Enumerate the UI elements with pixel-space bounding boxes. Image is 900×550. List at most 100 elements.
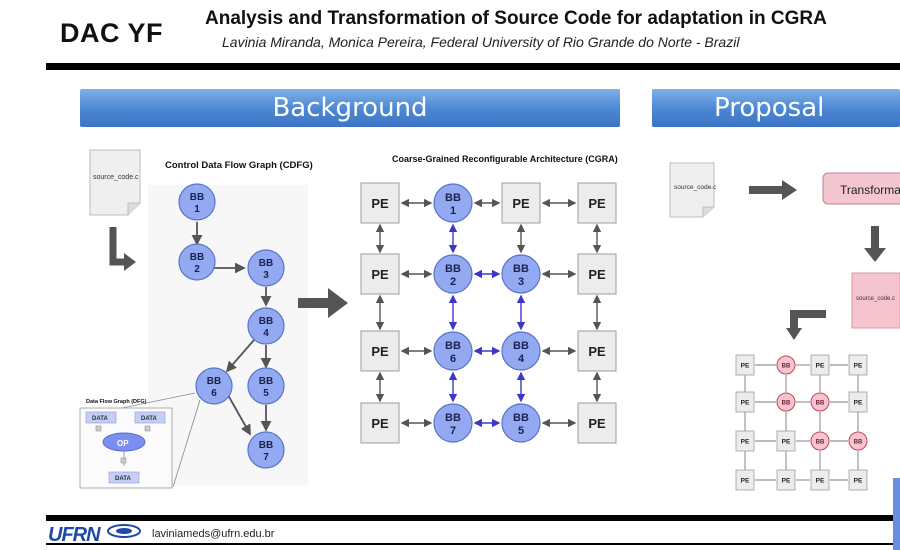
cgra-bb-number: 3	[518, 276, 524, 288]
cdfg-node-label: BB	[259, 258, 273, 269]
cgra-bb-7: BB7	[433, 403, 473, 443]
prop-pe: PE	[848, 354, 868, 376]
cdfg-node-label: BB	[259, 440, 273, 451]
prop-pe-label: PE	[741, 478, 750, 485]
cdfg-node-label: BB	[190, 252, 204, 263]
prop-pe-label: PE	[782, 478, 791, 485]
prop-pe-label: PE	[854, 400, 863, 407]
cdfg-node-number: 1	[194, 204, 200, 215]
footer-rule	[46, 515, 900, 521]
prop-pe-label: PE	[741, 363, 750, 370]
prop-pe-label: PE	[741, 439, 750, 446]
cdfg-node-label: BB	[207, 376, 221, 387]
cgra-title: Coarse-Grained Reconfigurable Architectu…	[392, 154, 618, 164]
cdfg-node-number: 3	[263, 270, 269, 281]
prop-pe: PE	[735, 430, 755, 452]
cgra-bb-label: BB	[513, 263, 529, 275]
cdfg-node-bb1: BB1	[178, 183, 216, 221]
prop-bb-label: BB	[816, 401, 825, 407]
cgra-pe-label: PE	[588, 267, 606, 282]
dfg-data-3: DATA	[115, 476, 131, 482]
cgra-bb-label: BB	[445, 412, 461, 424]
prop-pe-label: PE	[741, 400, 750, 407]
cdfg-node-label: BB	[259, 376, 273, 387]
cgra-bb-label: BB	[445, 192, 461, 204]
cgra-pe: PE	[577, 402, 617, 444]
cdfg-node-number: 7	[263, 452, 269, 463]
prop-pe: PE	[848, 469, 868, 491]
prop-bb-label: BB	[816, 440, 825, 446]
cgra-pe-label: PE	[588, 196, 606, 211]
cdfg-title: Control Data Flow Graph (CDFG)	[165, 160, 313, 171]
transform-label: Transforma	[840, 183, 900, 197]
prop-bb-label: BB	[782, 364, 791, 370]
cgra-bb-1: BB1	[433, 183, 473, 223]
cgra-bb-5: BB5	[501, 403, 541, 443]
cgra-bb-label: BB	[445, 263, 461, 275]
proposal-file-1: source_code.c	[669, 162, 717, 218]
source-file-label: source_code.c	[93, 174, 139, 181]
proposal-arrow-down	[864, 226, 886, 262]
prop-pe: PE	[810, 354, 830, 376]
cdfg-node-bb4: BB4	[247, 307, 285, 345]
cgra-bb-number: 6	[450, 353, 456, 365]
cgra-bb-label: BB	[445, 340, 461, 352]
cgra-bb-3: BB3	[501, 254, 541, 294]
cgra-pe-label: PE	[588, 416, 606, 431]
cgra-pe: PE	[577, 253, 617, 295]
proposal-file-2: source_code.c	[851, 272, 900, 329]
cgra-bb-number: 1	[450, 205, 456, 217]
cdfg-to-cgra-arrow	[298, 288, 348, 318]
proposal-arrow-right	[749, 180, 797, 200]
cgra-pe: PE	[577, 330, 617, 372]
cgra-pe: PE	[360, 253, 400, 295]
header-rule	[46, 63, 900, 70]
prop-pe: PE	[776, 469, 796, 491]
prop-bb: BB	[776, 355, 796, 375]
cdfg-node-label: BB	[190, 192, 204, 203]
cdfg-node-number: 2	[194, 264, 200, 275]
cgra-bb-2: BB2	[433, 254, 473, 294]
source-file-doc: source_code.c	[89, 149, 141, 216]
cgra-pe-label: PE	[512, 196, 530, 211]
prop-bb: BB	[776, 392, 796, 412]
cdfg-node-number: 4	[263, 328, 269, 339]
prop-pe-label: PE	[782, 439, 791, 446]
cdfg-node-bb7: BB7	[247, 431, 285, 469]
prop-bb-label: BB	[854, 440, 863, 446]
prop-pe-label: PE	[854, 363, 863, 370]
ufrn-logo: UFRN	[48, 524, 101, 546]
cgra-bb-label: BB	[513, 412, 529, 424]
prop-bb-label: BB	[782, 401, 791, 407]
cgra-bb-4: BB4	[501, 331, 541, 371]
cdfg-node-bb3: BB3	[247, 249, 285, 287]
proposal-file-2-label: source_code.c	[856, 296, 895, 302]
dfg-inset: Data Flow Graph (DFG) DATA DATA OP DATA	[79, 392, 201, 489]
cgra-pe-label: PE	[588, 344, 606, 359]
cgra-pe-label: PE	[371, 267, 389, 282]
cgra-pe: PE	[360, 182, 400, 224]
prop-pe: PE	[776, 430, 796, 452]
proposal-file-1-label: source_code.c	[674, 184, 717, 191]
prop-pe-label: PE	[816, 478, 825, 485]
transform-box	[822, 172, 900, 205]
prop-pe: PE	[848, 391, 868, 413]
cgra-pe: PE	[360, 330, 400, 372]
cgra-bb-number: 4	[518, 353, 525, 365]
cdfg-node-number: 6	[211, 388, 217, 399]
cdfg-node-bb2: BB2	[178, 243, 216, 281]
prop-bb: BB	[848, 431, 868, 451]
prop-pe-label: PE	[816, 363, 825, 370]
cdfg-node-bb6: BB6	[195, 367, 233, 405]
cgra-bb-number: 5	[518, 425, 524, 437]
prop-pe: PE	[735, 354, 755, 376]
background-section-title: Background	[80, 89, 620, 127]
cgra-bb-number: 7	[450, 425, 456, 437]
cdfg-node-number: 5	[263, 388, 269, 399]
footer-rule-bottom	[46, 543, 900, 545]
poster-authors: Lavinia Miranda, Monica Pereira, Federal…	[222, 34, 740, 50]
cgra-pe-label: PE	[371, 344, 389, 359]
cdfg-node-bb5: BB5	[247, 367, 285, 405]
cgra-bb-number: 2	[450, 276, 456, 288]
